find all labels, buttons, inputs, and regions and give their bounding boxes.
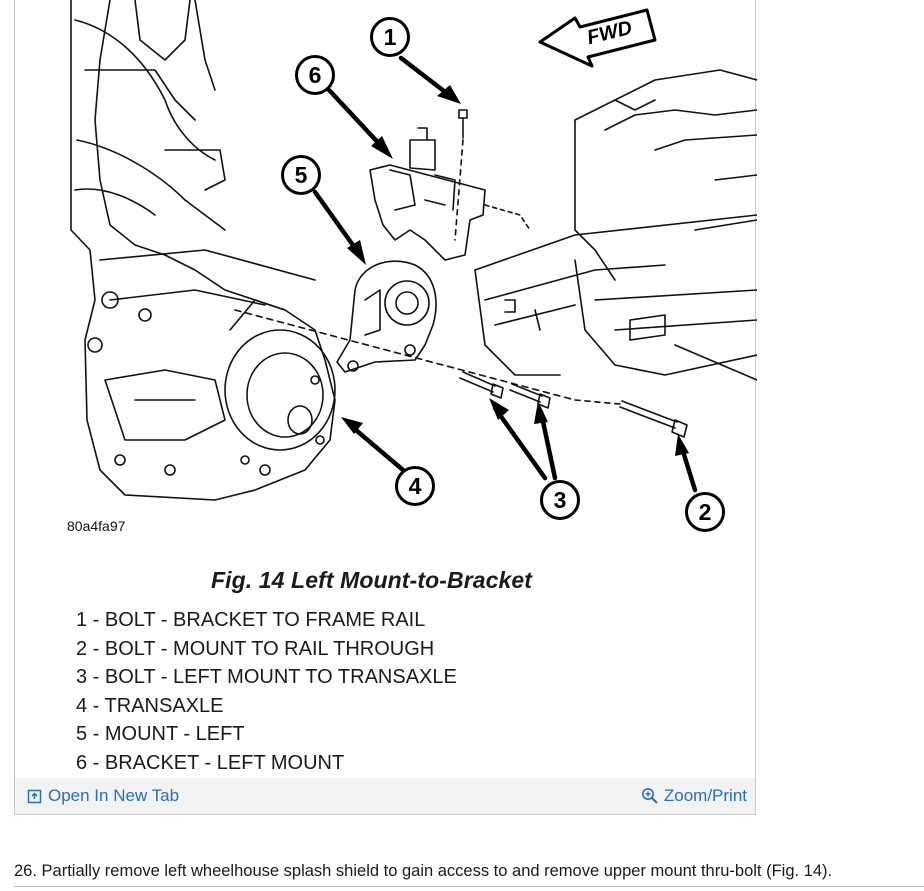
legend-item: 2 - BOLT - MOUNT TO RAIL THROUGH: [76, 637, 435, 660]
instruction-step: 26. Partially remove left wheelhouse spl…: [14, 862, 833, 880]
figure-toolbar: Open In New Tab Zoom/Print: [15, 778, 755, 814]
callout-4: 4: [395, 466, 435, 506]
legend-item: 3 - BOLT - LEFT MOUNT TO TRANSAXLE: [76, 666, 457, 688]
legend-item: 6 - BRACKET - LEFT MOUNT: [76, 751, 345, 774]
open-in-new-tab-link[interactable]: Open In New Tab: [27, 778, 179, 814]
open-in-new-tab-label: Open In New Tab: [48, 786, 180, 805]
figure-caption: Fig. 14 Left Mount-to-Bracket: [211, 567, 533, 593]
legend-item: 1 - BOLT - BRACKET TO FRAME RAIL: [76, 609, 426, 631]
callout-1: 1: [370, 17, 410, 57]
diagram-illustration: [70, 0, 757, 501]
callout-5: 5: [281, 155, 321, 195]
legend-item: 5 - MOUNT - LEFT: [76, 723, 245, 745]
callout-2: 2: [685, 492, 725, 532]
legend-list: 1 - BOLT - BRACKET TO FRAME RAIL 2 - BOL…: [76, 606, 457, 777]
zoom-print-label: Zoom/Print: [663, 786, 747, 805]
zoom-in-icon: [641, 787, 659, 805]
legend-item: 4 - TRANSAXLE: [76, 694, 224, 717]
divider: [14, 886, 924, 887]
figure-card: FWD 1 6 5 4 3 2 80a4fa97 Fig. 14 Left Mo…: [14, 0, 757, 815]
callout-6: 6: [295, 55, 335, 95]
figure-code: 80a4fa97: [67, 518, 126, 534]
technical-diagram: FWD 1 6 5 4 3 2 80a4fa97: [15, 0, 757, 560]
zoom-print-link[interactable]: Zoom/Print: [641, 778, 747, 814]
open-external-icon: [27, 788, 43, 804]
callout-3: 3: [540, 480, 580, 520]
